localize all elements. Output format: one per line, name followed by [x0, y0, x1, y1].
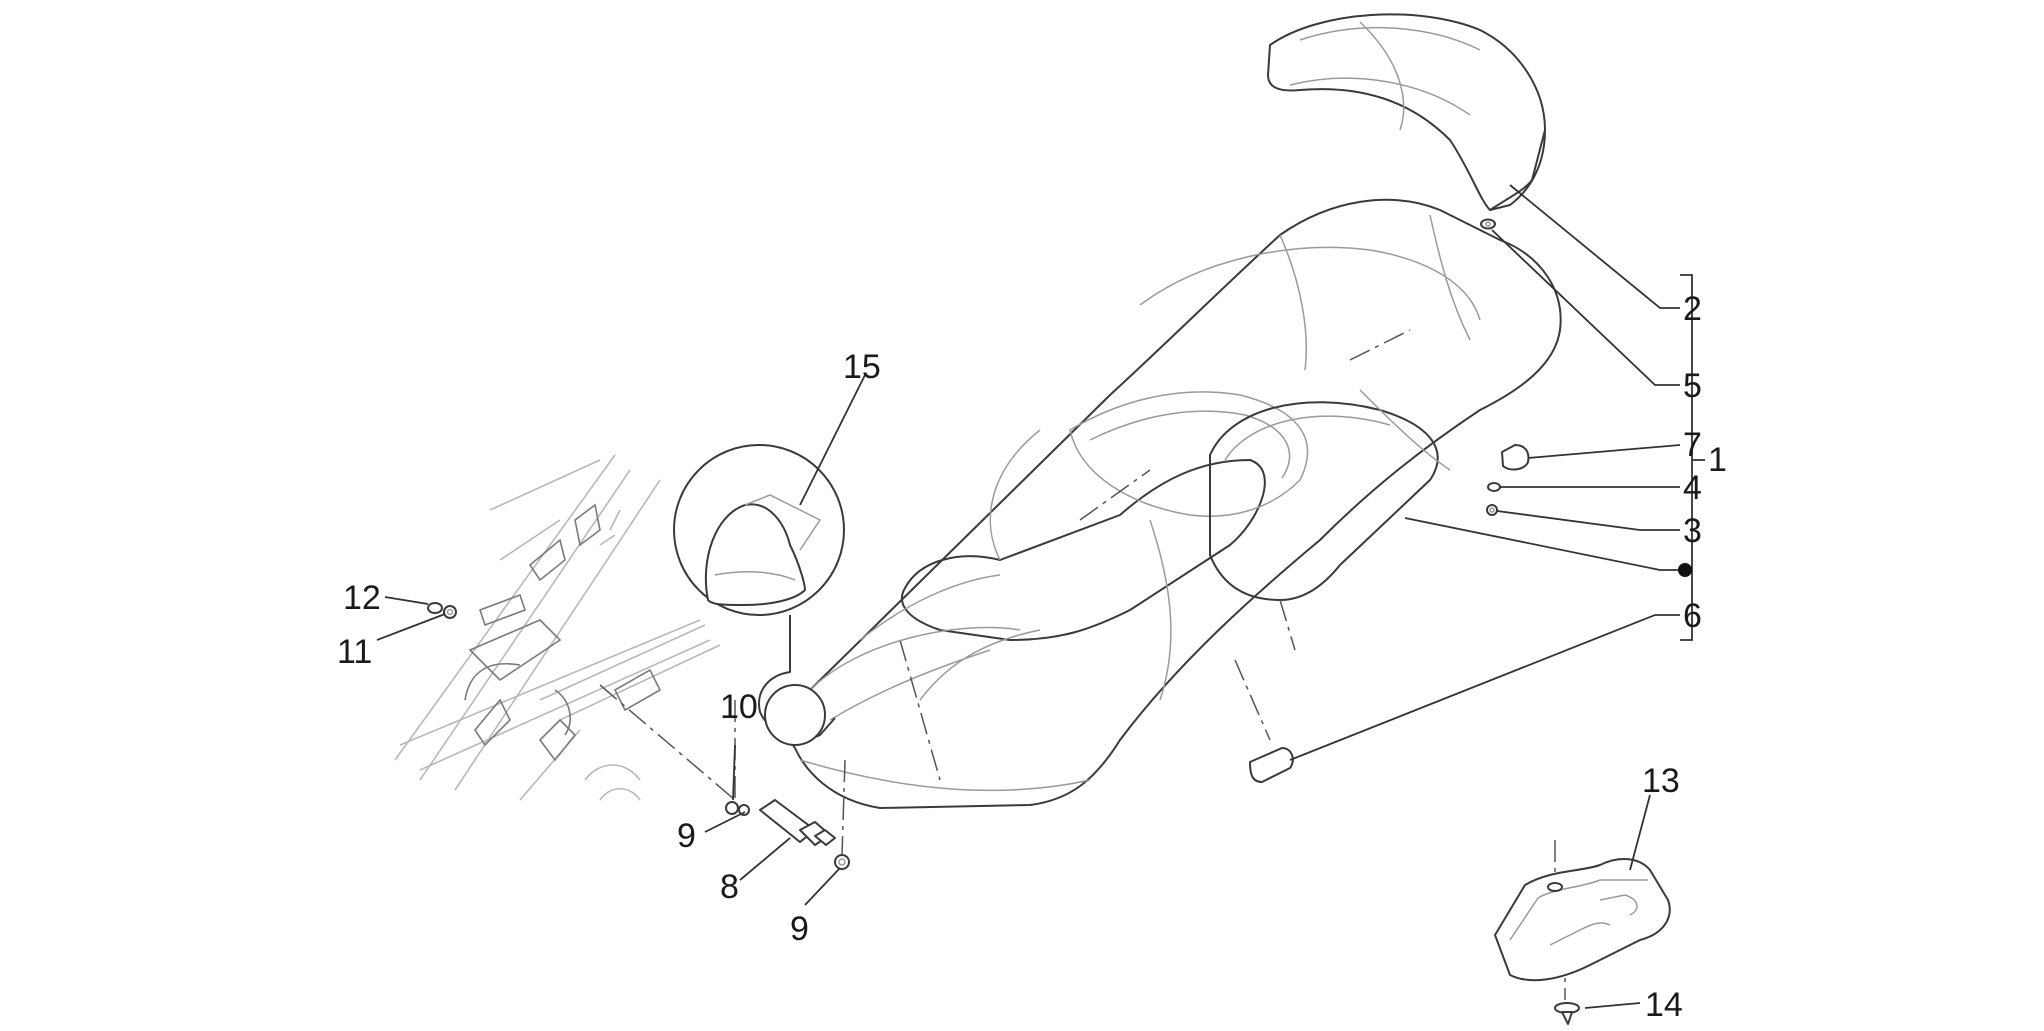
gas-strut [599, 684, 850, 870]
callout-8: 8 [720, 868, 739, 906]
callout-2: 2 [1683, 290, 1702, 328]
callout-labels: 1 2 5 7 4 3 6 15 12 11 10 9 8 9 13 14 [337, 290, 1727, 1024]
callout-3: 3 [1683, 512, 1702, 550]
callout-13: 13 [1642, 762, 1680, 800]
callout-4: 4 [1683, 469, 1702, 507]
callout-9a: 9 [677, 817, 696, 855]
callout-9b: 9 [790, 910, 809, 948]
callout-7: 7 [1683, 426, 1702, 464]
callout-15: 15 [843, 348, 881, 386]
callout-12: 12 [343, 579, 381, 617]
scooter-frame [394, 454, 721, 801]
screw [1554, 1002, 1580, 1025]
leader-lines [376, 184, 1681, 1009]
bullet-dot [1678, 563, 1692, 577]
small-parts [427, 218, 1566, 1000]
callout-6: 6 [1683, 597, 1702, 635]
callout-1: 1 [1708, 441, 1727, 479]
detail-magnifier [673, 444, 845, 746]
callout-5: 5 [1683, 367, 1702, 405]
callout-11: 11 [337, 633, 372, 671]
seat-main [786, 198, 1562, 809]
backrest [1267, 13, 1546, 211]
tray [1494, 858, 1671, 982]
callout-14: 14 [1645, 986, 1683, 1024]
group-bracket [1678, 274, 1705, 641]
callout-10: 10 [720, 688, 758, 726]
